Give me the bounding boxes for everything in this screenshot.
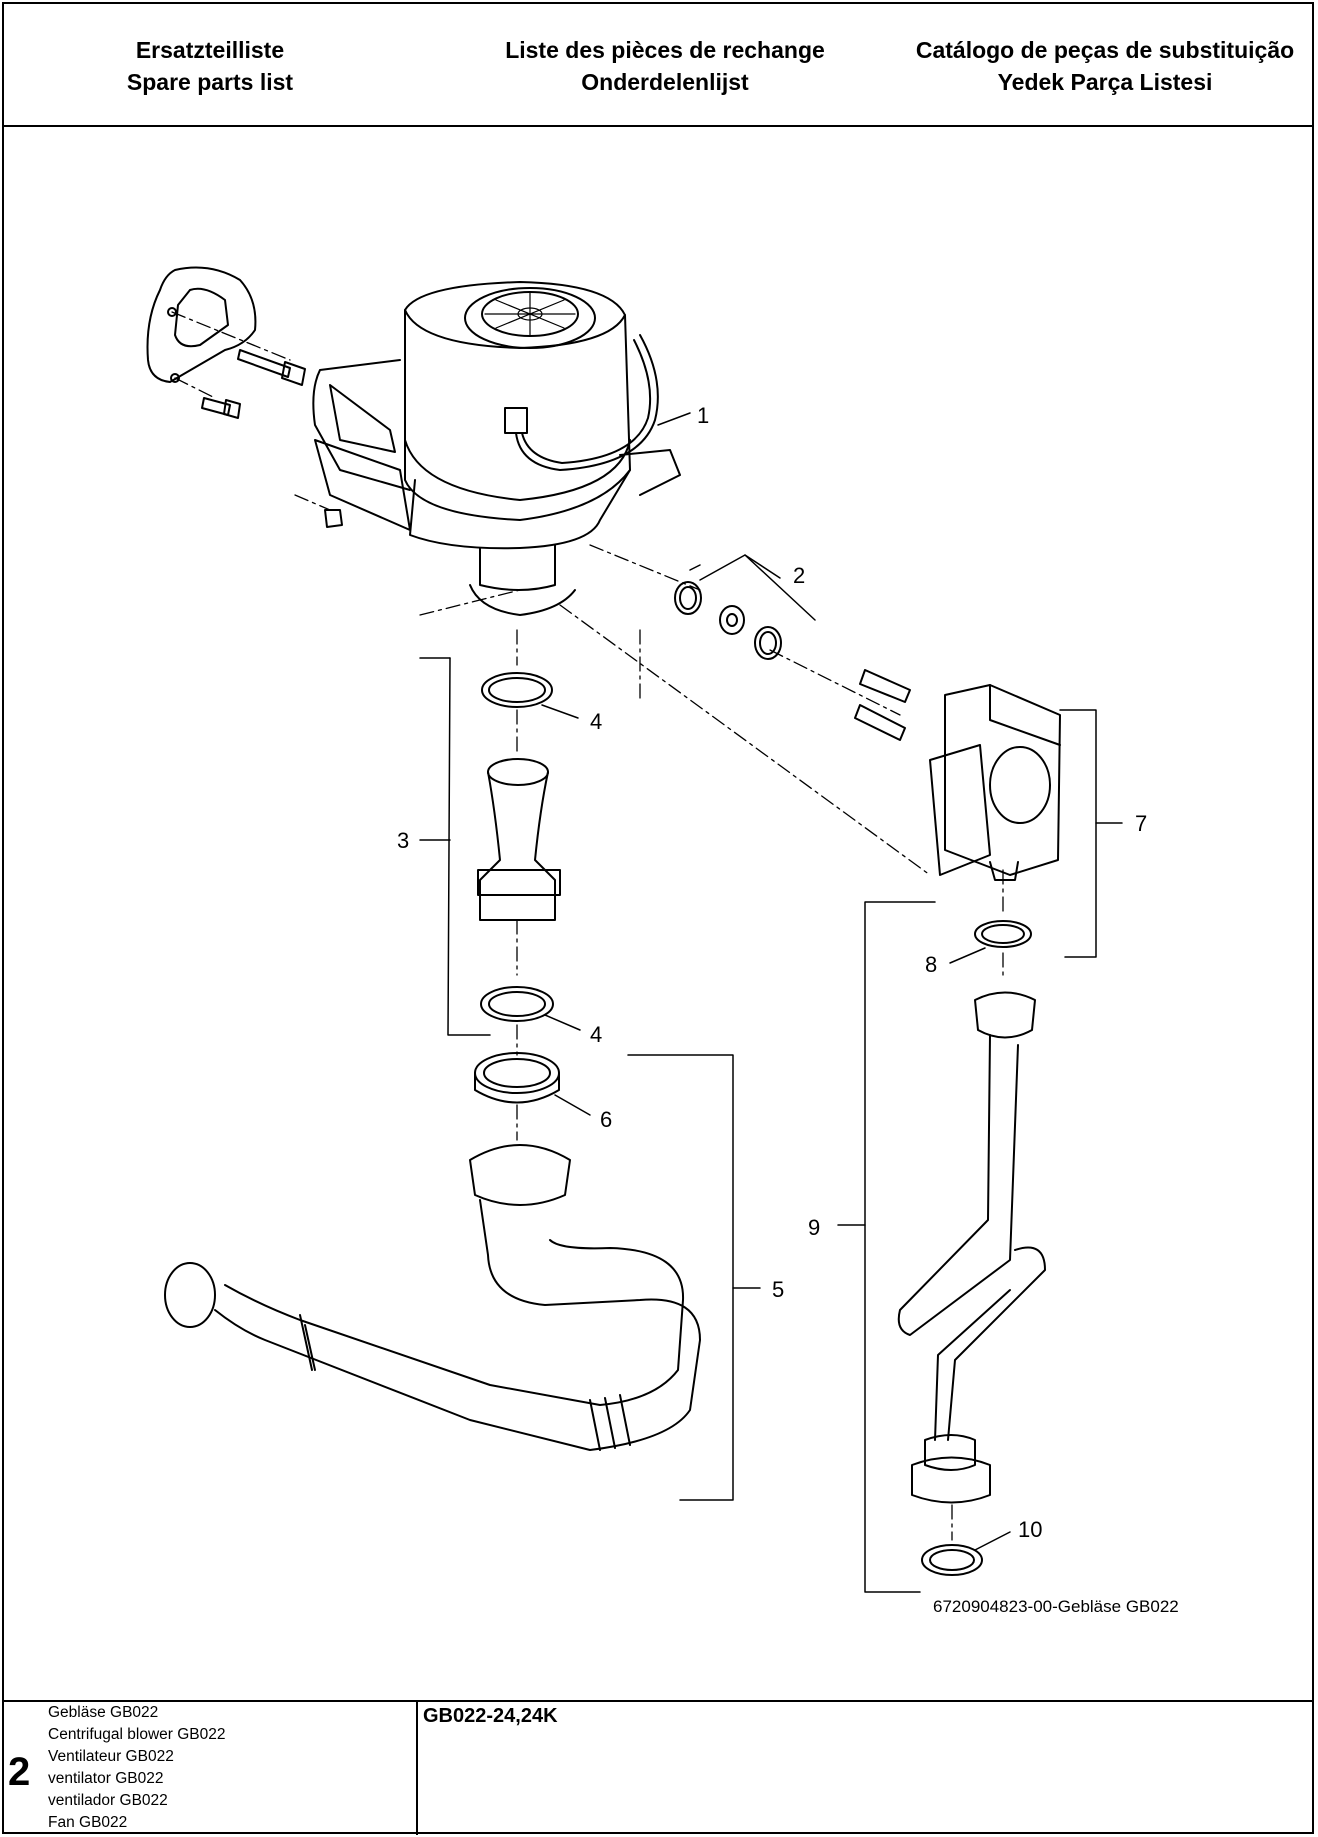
air-intake-tube	[164, 1144, 701, 1451]
header-title-de: Ersatzteilliste	[135, 37, 285, 63]
footer-divider	[2, 1700, 1314, 1702]
header-title-fr-nl: Liste des pièces de rechange Onderdelenl…	[480, 34, 850, 98]
page-number: 2	[8, 1750, 31, 1794]
callout-5: 5	[772, 1277, 784, 1302]
pipe-seals	[921, 920, 1032, 1576]
description-fr: Ventilateur GB022	[48, 1748, 174, 1765]
callout-9: 9	[808, 1215, 820, 1240]
callout-3: 3	[397, 828, 409, 853]
callout-7: 7	[1135, 811, 1147, 836]
leader-lines	[419, 412, 1123, 1593]
callout-4-lower: 4	[590, 1022, 602, 1047]
center-lines	[171, 311, 1004, 1541]
callout-10: 10	[1018, 1517, 1042, 1542]
description-pt: ventilador GB022	[48, 1792, 168, 1809]
model-number: GB022-24,24K	[423, 1705, 558, 1727]
description-en: Centrifugal blower GB022	[48, 1726, 226, 1743]
callout-1: 1	[697, 403, 709, 428]
header-title-en: Spare parts list	[126, 69, 294, 95]
callout-4-upper: 4	[590, 709, 602, 734]
venturi-tube	[477, 672, 561, 1022]
drawing-reference: 6720904823-00-Gebläse GB022	[933, 1597, 1179, 1616]
header-title-nl: Onderdelenlijst	[581, 69, 749, 95]
adapter-ring	[474, 1052, 560, 1104]
description-nl: ventilator GB022	[48, 1770, 164, 1787]
gas-pipe	[897, 991, 1046, 1504]
callout-6: 6	[600, 1107, 612, 1132]
header-title-tr: Yedek Parça Listesi	[997, 69, 1213, 95]
seal-set	[674, 581, 782, 660]
header-title-pt-tr: Catálogo de peças de substituição Yedek …	[905, 34, 1305, 98]
header-title-de-en: Ersatzteilliste Spare parts list	[110, 34, 310, 98]
footer-column-divider	[416, 1702, 418, 1835]
mounting-plate	[146, 266, 257, 383]
callout-8: 8	[925, 952, 937, 977]
header-title-pt: Catálogo de peças de substituição	[915, 37, 1295, 63]
screws	[201, 349, 343, 528]
gas-valve	[854, 669, 1061, 881]
part-description-list: Gebläse GB022 Centrifugal blower GB022 V…	[48, 1702, 226, 1834]
description-de: Gebläse GB022	[48, 1704, 159, 1721]
blower-housing	[312, 281, 681, 616]
header-divider	[2, 125, 1314, 127]
callout-2: 2	[793, 563, 805, 588]
header-title-fr: Liste des pièces de rechange	[505, 37, 825, 63]
description-tr: Fan GB022	[48, 1814, 128, 1831]
